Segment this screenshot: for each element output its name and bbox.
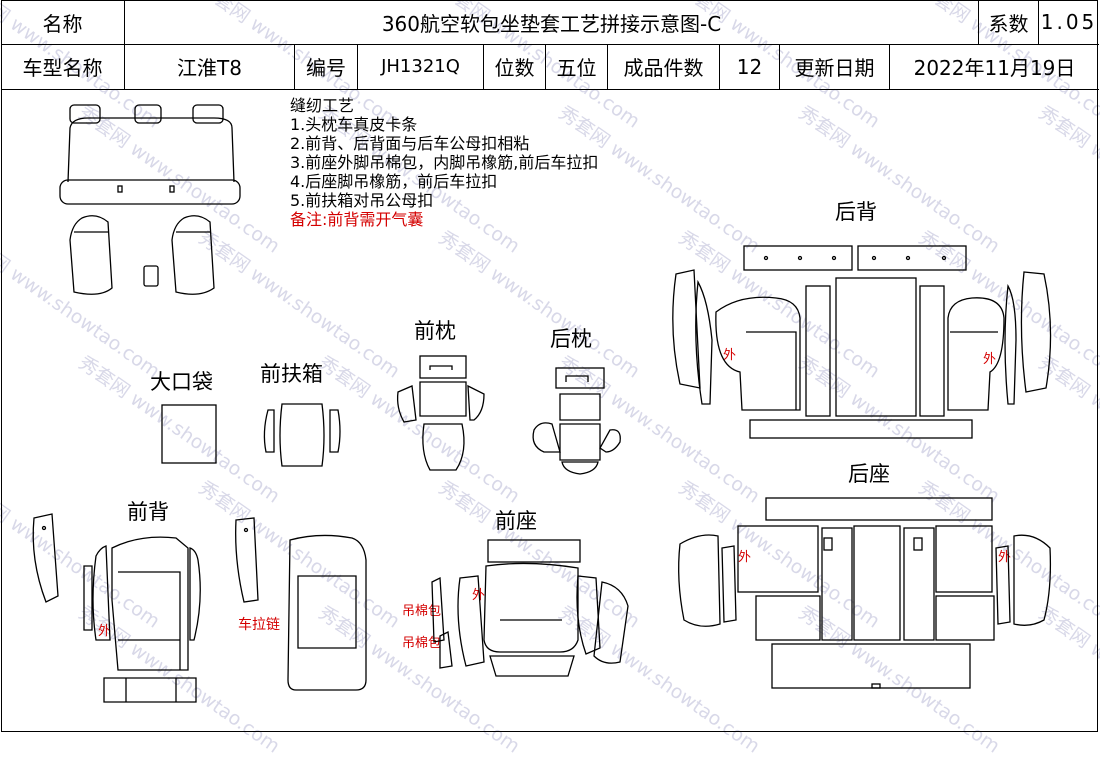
notes-item: 4.后座脚吊橡筋，前后车拉扣 [290, 172, 498, 191]
label-rear-headrest: 后枕 [550, 327, 592, 351]
label-front-back: 前背 [127, 500, 169, 524]
label-front-armrest: 前扶箱 [260, 362, 323, 386]
sheet-title: 360航空软包坐垫套工艺拼接示意图-C [125, 0, 979, 44]
label-front-headrest: 前枕 [414, 319, 456, 343]
front-seat-parts [431, 539, 629, 677]
mark-outer: 外 [472, 588, 486, 603]
rear-seat-parts [678, 497, 1052, 689]
mark-zipper: 车拉链 [238, 617, 280, 633]
mark-outer: 外 [983, 352, 997, 367]
coef-label: 系数 [979, 0, 1039, 44]
rear-back-parts [672, 245, 1052, 439]
pieces-value: 12 [720, 44, 780, 89]
date-label: 更新日期 [780, 44, 890, 89]
big-pocket-panel [161, 404, 217, 464]
coef-value: 1.05 [1040, 10, 1098, 34]
code-value: JH1321Q [358, 44, 484, 89]
seat-overview-illustration [59, 104, 241, 295]
model-value: 江淮T8 [125, 44, 295, 89]
notes-item: 3.前座外脚吊棉包，内脚吊橡筋,前后车拉扣 [290, 153, 599, 172]
mark-outer: 外 [723, 348, 737, 363]
label-rear-seat: 后座 [848, 462, 890, 486]
front-back-parts [32, 513, 367, 703]
sewing-notes: 缝纫工艺 1.头枕车真皮卡条 2.前背、后背面与后车公母扣相粘 3.前座外脚吊棉… [290, 96, 598, 229]
notes-heading: 缝纫工艺 [290, 96, 355, 115]
rear-headrest-parts [532, 367, 621, 475]
name-label: 名称 [1, 0, 125, 44]
sheet-border [1, 0, 1098, 732]
front-headrest-parts [396, 355, 485, 471]
label-big-pocket: 大口袋 [150, 370, 213, 394]
seats-value: 五位 [546, 44, 608, 89]
header-row-1: 名称 360航空软包坐垫套工艺拼接示意图-C 系数 1.05 [1, 0, 1099, 45]
mark-outer: 外 [738, 550, 752, 565]
date-value: 2022年11月19日 [913, 56, 1076, 80]
notes-item: 5.前扶箱对吊公母扣 [290, 191, 434, 210]
notes-remark: 备注:前背需开气囊 [290, 210, 424, 229]
notes-item: 2.前背、后背面与后车公母扣相粘 [290, 134, 530, 153]
notes-item: 1.头枕车真皮卡条 [290, 115, 418, 134]
mark-cotton-pack: 吊棉包 [402, 604, 442, 619]
code-label: 编号 [295, 44, 358, 89]
mark-cotton-pack: 吊棉包 [402, 636, 442, 651]
header-row-2: 车型名称 江淮T8 编号 JH1321Q 位数 五位 成品件数 12 更新日期 … [1, 44, 1099, 90]
model-label: 车型名称 [1, 44, 125, 89]
pattern-drawings [32, 104, 1052, 703]
seats-label: 位数 [484, 44, 546, 89]
front-armrest-parts [263, 403, 341, 467]
mark-outer: 外 [98, 624, 112, 639]
label-front-seat: 前座 [495, 509, 537, 533]
label-rear-back: 后背 [835, 200, 877, 224]
pieces-label: 成品件数 [608, 44, 720, 89]
